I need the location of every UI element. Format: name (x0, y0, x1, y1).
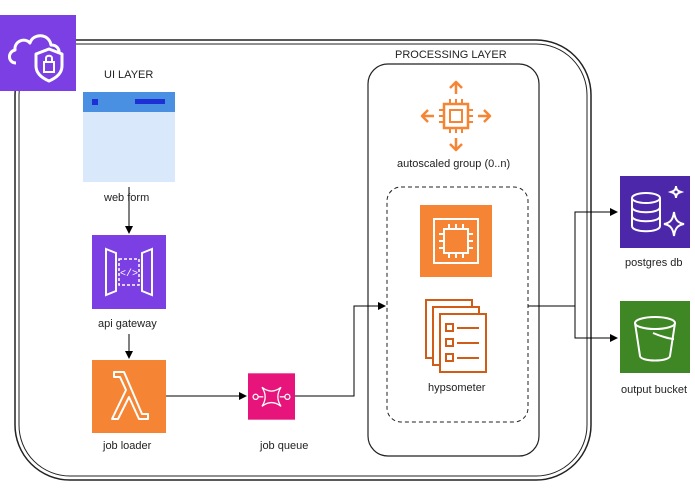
autoscaling-icon (420, 80, 492, 152)
lambda-icon (92, 360, 166, 433)
aws-cloud-shield-icon (0, 15, 76, 91)
ec2-instance-icon (420, 205, 492, 277)
hypsometer-stack-icon (425, 299, 487, 373)
api-gateway-icon: </> (92, 235, 166, 309)
job-queue-label: job queue (260, 440, 309, 452)
svg-text:</>: </> (120, 268, 138, 280)
output-bucket-label: output bucket (621, 384, 688, 396)
postgres-db-label: postgres db (625, 257, 683, 269)
edge-processing-postgres (528, 208, 618, 307)
s3-bucket-icon (620, 301, 690, 373)
aws-cloud-group-border (14, 39, 592, 481)
web-form-label: web form (104, 192, 150, 204)
processing-layer-label: PROCESSING LAYER (395, 49, 507, 61)
web-form-icon (83, 92, 175, 182)
autoscaling-dashed-box (386, 186, 529, 423)
aurora-database-icon (620, 176, 690, 248)
aws-cloud-group-border-inner (18, 43, 588, 477)
edge-queue-processing (295, 302, 386, 397)
autoscaled-group-label: autoscaled group (0..n) (397, 158, 511, 170)
sqs-queue-icon (248, 373, 295, 420)
job-loader-label: job loader (103, 440, 152, 452)
hypsometer-label: hypsometer (428, 382, 486, 394)
api-gateway-label: api gateway (98, 318, 157, 330)
ui-layer-label: UI LAYER (104, 69, 154, 81)
edge-processing-bucket (574, 306, 618, 342)
